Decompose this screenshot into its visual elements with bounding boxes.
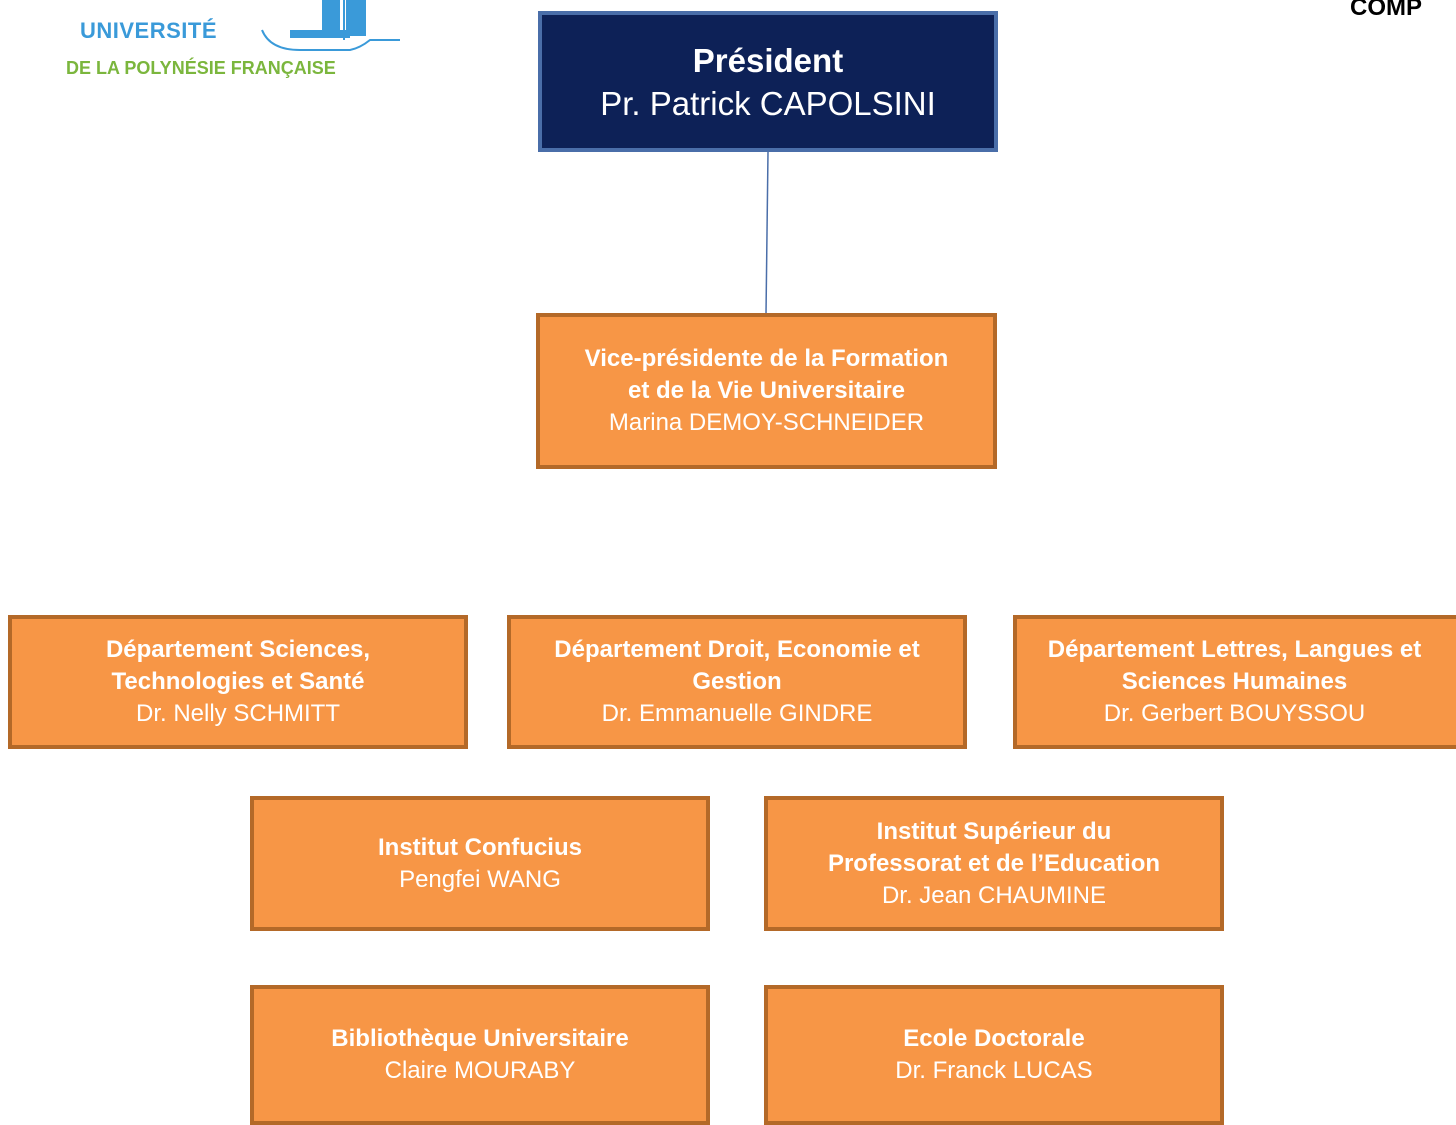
institute-title-line2: Professorat et de l’Education bbox=[827, 849, 1161, 877]
department-title-line1: Département Sciences, bbox=[105, 636, 371, 663]
page-title: COMP bbox=[1350, 0, 1422, 21]
vice-president-title-line1: Vice-présidente de la Formation bbox=[584, 345, 949, 372]
department-title-line1: Département Droit, Economie et bbox=[554, 636, 920, 663]
vice-president-box: Vice-présidente de la Formation et de la… bbox=[536, 313, 997, 469]
department-title-line1: Département Lettres, Langues et bbox=[1047, 636, 1422, 663]
institute-box-inspe: Institut Supérieur du Professorat et de … bbox=[764, 796, 1224, 931]
department-head-name: Dr. Nelly SCHMITT bbox=[136, 700, 340, 727]
institute-title-line1: Institut Supérieur du bbox=[876, 817, 1112, 845]
canoe-sail-icon bbox=[261, 0, 400, 51]
logo-subtitle-text: DE LA POLYNÉSIE FRANÇAISE bbox=[66, 58, 336, 78]
department-title-line2: Technologies et Santé bbox=[111, 668, 365, 695]
president-name: Pr. Patrick CAPOLSINI bbox=[600, 84, 936, 122]
service-box-bibliotheque: Bibliothèque Universitaire Claire MOURAB… bbox=[250, 985, 710, 1125]
institute-head-name: Dr. Jean CHAUMINE bbox=[881, 881, 1107, 909]
institute-box-confucius: Institut Confucius Pengfei WANG bbox=[250, 796, 710, 931]
vice-president-name: Marina DEMOY-SCHNEIDER bbox=[608, 409, 925, 436]
vice-president-title-line2: et de la Vie Universitaire bbox=[627, 377, 906, 404]
president-title: Président bbox=[692, 41, 844, 79]
service-title: Ecole Doctorale bbox=[903, 1025, 1085, 1052]
department-box-lettres: Département Lettres, Langues et Sciences… bbox=[1013, 615, 1456, 749]
service-head-name: Dr. Franck LUCAS bbox=[895, 1057, 1093, 1084]
institute-title: Institut Confucius bbox=[378, 833, 582, 861]
president-box: Président Pr. Patrick CAPOLSINI bbox=[538, 11, 998, 152]
department-head-name: Dr. Emmanuelle GINDRE bbox=[601, 700, 873, 727]
department-title-line2: Gestion bbox=[692, 668, 782, 695]
logo-university-text: UNIVERSITÉ bbox=[80, 18, 218, 43]
institute-head-name: Pengfei WANG bbox=[399, 865, 561, 893]
service-box-ecole-doctorale: Ecole Doctorale Dr. Franck LUCAS bbox=[764, 985, 1224, 1125]
service-title: Bibliothèque Universitaire bbox=[331, 1025, 629, 1052]
service-head-name: Claire MOURABY bbox=[384, 1057, 576, 1084]
department-box-sciences: Département Sciences, Technologies et Sa… bbox=[8, 615, 468, 749]
department-box-droit: Département Droit, Economie et Gestion D… bbox=[507, 615, 967, 749]
department-title-line2: Sciences Humaines bbox=[1121, 668, 1348, 695]
university-logo: UNIVERSITÉ DE LA POLYNÉSIE FRANÇAISE bbox=[60, 0, 410, 90]
department-head-name: Dr. Gerbert BOUYSSOU bbox=[1103, 700, 1366, 727]
